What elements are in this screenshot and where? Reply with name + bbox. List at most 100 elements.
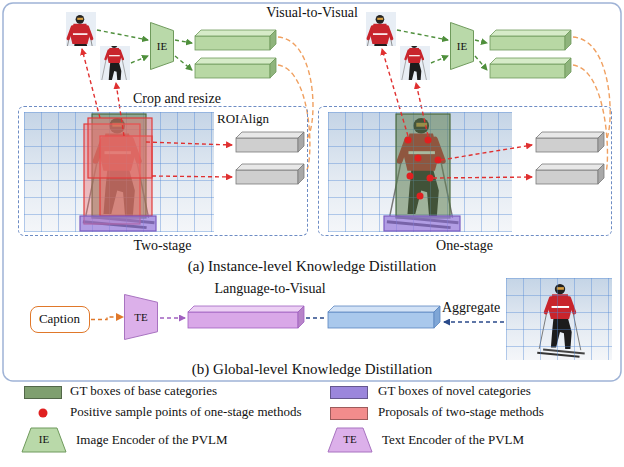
image-encoder: IE: [450, 22, 474, 70]
crop-arrow: [82, 49, 532, 178]
crop-image: [359, 12, 402, 76]
positive-point: [425, 137, 432, 144]
encode-arrow: [397, 30, 448, 40]
one-stage-image: [328, 112, 512, 232]
positive-point: [405, 137, 412, 144]
node-label: TE: [134, 311, 147, 324]
section-heading: Visual-to-Visual: [266, 5, 358, 21]
visual-feature: [490, 36, 565, 50]
image-feature: [328, 306, 440, 328]
visual-feature: [195, 58, 276, 64]
crop-image: [398, 39, 430, 86]
crop-arrow: [416, 83, 428, 136]
encode-arrow: [131, 56, 148, 63]
one-stage-image: [328, 112, 512, 232]
feature-arrow: [306, 317, 325, 318]
crop-image: [359, 12, 402, 76]
node-label: IE: [157, 40, 167, 53]
text-feature: [298, 306, 304, 328]
legend-text: Text Encoder of the PVLM: [382, 433, 524, 448]
detector-feature: [536, 132, 604, 138]
global-image: [506, 278, 612, 360]
connector: [91, 317, 123, 320]
image-feature: [328, 312, 434, 328]
image-feature: [328, 306, 440, 312]
visual-feature: [270, 30, 276, 50]
one-stage-image: [328, 112, 512, 232]
legend-swatch: [24, 386, 62, 399]
visual-feature: [195, 30, 571, 78]
encode-arrow: [475, 40, 487, 43]
legend-swatch: [330, 407, 368, 420]
legend-text-encoder: [328, 428, 372, 452]
encode-arrow: [175, 40, 192, 43]
crop-image: [59, 12, 102, 76]
crop-image: [98, 39, 130, 86]
visual-feature: [490, 58, 571, 64]
positive-point: [417, 193, 424, 200]
detector-feature: [236, 132, 304, 138]
distill-curve: [278, 37, 610, 172]
feature-arrow: [160, 317, 185, 318]
step-label: Aggregate: [442, 300, 500, 316]
encode-arrow: [97, 30, 148, 40]
positive-point: [435, 157, 442, 164]
detector-feature: [236, 138, 298, 152]
sub-caption: (b) Global-level Knowledge Distillation: [192, 361, 432, 378]
visual-feature: [195, 36, 270, 50]
gt-box-novel: [80, 216, 156, 231]
gt-box-base: [396, 114, 450, 218]
caption-box: Caption: [30, 306, 90, 333]
legend-swatch: [330, 386, 368, 399]
global-image: [506, 278, 612, 360]
crop-arrow: [382, 49, 408, 136]
step-label: Crop and resize: [133, 91, 221, 107]
encoder-shape: [451, 23, 474, 70]
positive-point: [407, 173, 414, 180]
global-image: [506, 278, 612, 360]
visual-feature: [490, 30, 571, 36]
visual-feature: [195, 64, 270, 78]
visual-feature: [490, 64, 565, 78]
crop-image: [361, 15, 400, 75]
encoder-shape: [125, 295, 158, 340]
sub-caption: (a) Instance-level Knowledge Distillatio…: [188, 258, 437, 275]
text-feature: [188, 306, 304, 328]
crop-image: [398, 39, 430, 86]
crop-arrow: [441, 145, 532, 160]
visual-feature: [565, 58, 571, 78]
detector-feature: [236, 132, 604, 184]
detector-feature: [236, 164, 304, 170]
detector-feature: [298, 164, 304, 184]
legend-text: Image Encoder of the PVLM: [76, 433, 228, 448]
proposal-box: [84, 118, 152, 224]
one-stage-panel: One-stage: [318, 106, 612, 236]
legend-text: Proposals of two-stage methods: [378, 405, 544, 420]
text-encoder: TE: [124, 294, 158, 340]
detector-feature: [598, 132, 604, 152]
distill-curve: [278, 65, 310, 172]
gt-box-novel: [384, 216, 460, 231]
legend-text-encoder: [328, 428, 372, 452]
distill-curve: [573, 37, 610, 140]
crop-arrow: [116, 83, 124, 136]
encode-arrow: [475, 56, 487, 70]
legend-text: Positive sample points of one-stage meth…: [70, 405, 301, 420]
crop-image: [400, 42, 429, 86]
feature-arrow: [444, 321, 504, 322]
node-label: Two-stage: [133, 238, 191, 254]
visual-feature: [195, 30, 276, 36]
crop-image: [59, 12, 431, 87]
positive-point: [415, 155, 422, 162]
detector-feature: [298, 132, 304, 152]
node-label: One-stage: [436, 238, 493, 254]
legend-sample-text: IE: [39, 433, 49, 446]
outer-frame: [3, 3, 621, 381]
crop-arrow: [82, 49, 100, 118]
step-label: ROIAlign: [217, 112, 269, 127]
two-stage-image: [83, 118, 155, 228]
node-label: Caption: [39, 312, 80, 327]
text-feature: [188, 312, 298, 328]
feature-arrow: [160, 318, 504, 322]
